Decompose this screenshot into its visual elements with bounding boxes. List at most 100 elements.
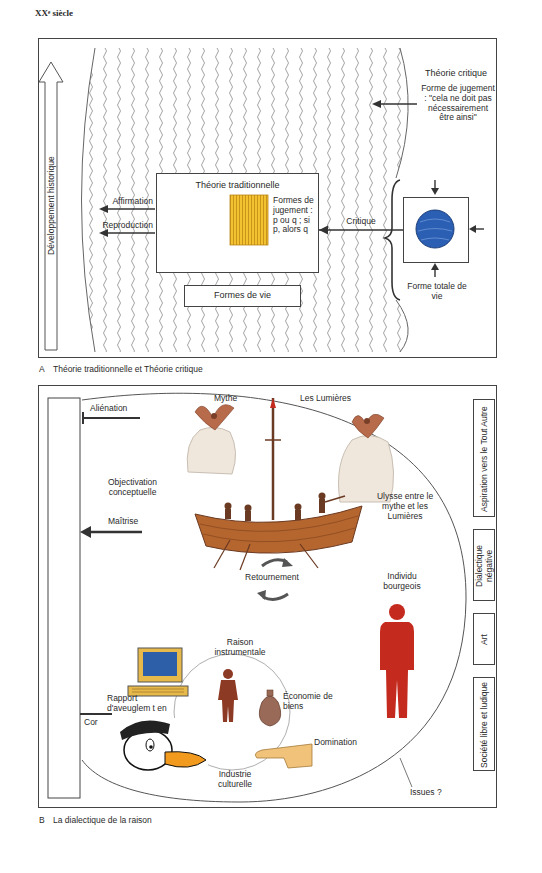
small-figure [218, 669, 238, 722]
totality-globe [416, 210, 454, 248]
striped-square [230, 195, 268, 245]
ulysses-ship [272, 398, 275, 520]
pressure-arrows [431, 263, 439, 270]
cartoon-duck [146, 739, 154, 751]
computer-icon [132, 689, 184, 692]
concept-label: Cor [84, 718, 108, 728]
axis-label: Développement historique [46, 118, 56, 293]
ulysses-ship [225, 509, 231, 519]
enlightenment-cliff [352, 414, 384, 438]
cor-leader [80, 713, 112, 715]
wavy-history-field [82, 48, 96, 352]
outcome-box: Dialectique négative [473, 529, 495, 601]
ulysses-ship [225, 503, 232, 510]
panel-caption: Théorie traditionnelle et Théorie critiq… [53, 365, 373, 375]
output-arrow [99, 229, 108, 237]
mastery-arrow [80, 526, 91, 538]
money-bag [267, 690, 273, 696]
concept-label: Économie de biens [283, 692, 338, 712]
dialectic-orbit [400, 758, 412, 787]
alienation-bar [48, 398, 80, 798]
computer-icon [138, 648, 182, 682]
pressure-arrows [431, 188, 439, 195]
judgement-note: Forme de jugement : "cela ne doit pas né… [420, 84, 496, 123]
concept-label: Objectivation conceptuelle [95, 478, 170, 498]
figure-label: Mythe [214, 394, 254, 404]
arrow-label: Aliénation [90, 404, 145, 414]
section-heading: Théorie critique [416, 68, 496, 78]
wavy-history-field [82, 48, 409, 352]
panel-frame: BLa dialectique de la raisonAspiration v… [38, 385, 497, 808]
totality-box: Forme totale de vie [403, 197, 469, 263]
outcome-box: Société libre et ludique [473, 677, 495, 771]
history-axis-arrow [39, 62, 63, 350]
money-bag [259, 690, 280, 726]
history-axis-arrow [39, 62, 63, 350]
figure-label: Les Lumières [300, 394, 360, 404]
bourgeois-figure [389, 604, 405, 620]
enlightenment-cliff [339, 414, 394, 502]
reversal-arrows [263, 594, 288, 599]
vertical-text: Art [479, 617, 489, 663]
arrow-label: Reproduction [92, 221, 153, 231]
ulysses-ship [245, 511, 251, 521]
ulysses-ship [240, 544, 250, 570]
arrow-head [319, 226, 328, 235]
striped-square [230, 195, 268, 245]
connector-arrow [319, 226, 403, 235]
connector-line [319, 229, 403, 231]
wavy-history-field [396, 300, 408, 352]
totality-globe [416, 210, 454, 248]
dialectic-orbit [82, 393, 466, 802]
life-form-box: Formes de vie [184, 285, 301, 307]
critique-bracket [385, 180, 400, 300]
ulysses-ship [325, 496, 345, 502]
concept-label: Industrie culturelle [205, 770, 265, 790]
alienation-bracket [83, 417, 140, 419]
myth-cliff [187, 405, 235, 474]
page-header: XXᵉ siècle [35, 8, 175, 18]
small-figure [223, 669, 233, 679]
bourgeois-figure [380, 604, 414, 718]
ulysses-ship [319, 493, 326, 500]
concept-label: Rapport d'aveuglem t en [107, 694, 177, 714]
figure-label: Individu bourgeois [372, 572, 432, 592]
pressure-arrows [476, 228, 484, 229]
ulysses-ship [319, 499, 325, 513]
myth-cliff [187, 427, 235, 474]
panel-letter: B [39, 816, 53, 826]
reversal-arrows [282, 558, 293, 567]
judgement-arrow [372, 100, 417, 108]
concept-label: Domination [314, 738, 369, 748]
panel-letter: A [39, 365, 53, 375]
output-arrow [99, 205, 108, 213]
box-text: Formes de vie [185, 290, 300, 300]
ulysses-ship [200, 516, 358, 542]
concept-label: Retournement [234, 573, 310, 583]
cartoon-duck [110, 718, 208, 774]
panel-caption: La dialectique de la raison [53, 816, 373, 826]
cartoon-duck [120, 720, 170, 740]
ulysses-ship [300, 544, 318, 568]
computer-icon [143, 652, 177, 676]
ulysses-ship [195, 506, 362, 553]
box-caption: Forme totale de vie [407, 282, 467, 302]
enlightenment-cliff [364, 418, 370, 424]
output-arrow [106, 208, 155, 210]
judgement-arrow [380, 103, 417, 105]
judgement-arrow [372, 100, 381, 108]
totality-globe [418, 219, 452, 240]
alienation-bracket [83, 412, 140, 424]
ulysses-ship [245, 505, 252, 512]
mastery-arrow [88, 531, 142, 534]
ulysses-ship [295, 504, 302, 511]
output-arrow [106, 232, 155, 234]
alienation-bracket [82, 412, 84, 424]
small-figure [218, 680, 238, 722]
mastery-arrow [80, 526, 142, 538]
